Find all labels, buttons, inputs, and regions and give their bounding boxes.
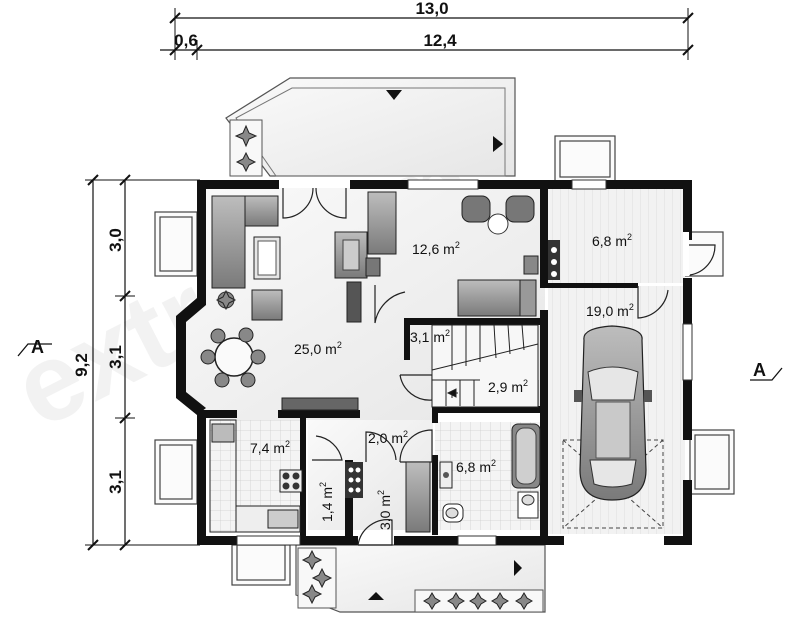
room-garage-area: 19,0 m2: [586, 302, 634, 319]
top-terrace: [225, 77, 516, 177]
depth-part-2: 3,1: [106, 345, 125, 369]
svg-text:A: A: [753, 360, 766, 380]
room-labels: 25,0 m2 12,6 m2 6,8 m2 19,0 m2 3,1 m2 2,…: [250, 232, 634, 530]
room-living-area: 25,0 m2: [294, 340, 342, 357]
car-icon: [574, 325, 652, 501]
section-mark-right: A: [750, 360, 783, 381]
depth-part-3: 3,1: [106, 470, 125, 494]
kitchen-furniture: [209, 419, 303, 533]
main-width-label: 12,4: [423, 31, 457, 50]
left-dimensions: 9,2 3,0 3,1 3,1: [72, 174, 200, 551]
utility-furniture: [548, 240, 560, 280]
svg-text:A: A: [31, 337, 44, 357]
window-bays: [154, 135, 735, 586]
stairs: [431, 324, 539, 408]
room-hall-area: 2,0 m2: [368, 429, 408, 446]
room-vestibule-area: 3,0 m2: [376, 490, 393, 530]
living-furniture: [200, 195, 368, 411]
room-utility-area: 6,8 m2: [592, 232, 632, 249]
wall-windows: [236, 179, 693, 546]
room-hall-small-area: 2,9 m2: [488, 378, 528, 395]
section-mark-left: A: [17, 337, 52, 357]
top-dimensions: 13,0 0,6 12,4: [160, 0, 694, 60]
bottom-terrace: [295, 544, 546, 613]
doors: [282, 187, 716, 546]
garage: [562, 232, 689, 529]
bathroom-fixtures: [439, 423, 541, 523]
offset-label: 0,6: [174, 31, 198, 50]
room-dining-area: 12,6 m2: [412, 240, 460, 257]
dining-furniture: [365, 191, 539, 317]
room-kitchen-area: 7,4 m2: [250, 439, 290, 456]
total-depth-label: 9,2: [72, 353, 91, 377]
total-width-label: 13,0: [415, 0, 448, 18]
plant-icons: [215, 124, 533, 610]
depth-part-1: 3,0: [106, 228, 125, 252]
room-bathroom-area: 6,8 m2: [456, 458, 496, 475]
hall-furniture: [345, 461, 431, 533]
room-pantry-area: 1,4 m2: [318, 482, 335, 522]
room-stair-area: 3,1 m2: [410, 328, 450, 345]
